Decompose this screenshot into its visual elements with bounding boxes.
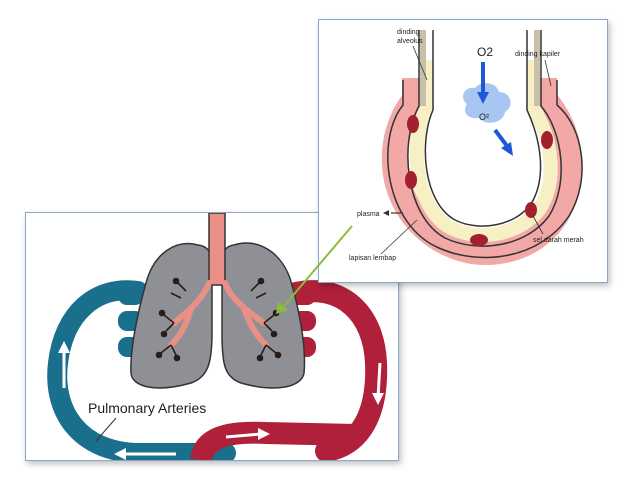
alveolus-diagram: O2 O² dinding alveolus dinding kapiler p… (349, 29, 584, 266)
leader-sel-darah-merah (532, 215, 544, 235)
label-plasma: plasma (357, 211, 380, 218)
flow-arrow-right-head (372, 393, 384, 405)
leader-lapisan-lembap (380, 219, 418, 255)
leader-dinding-kapiler (544, 59, 552, 87)
o-star-label: O² (479, 112, 489, 122)
oxygen-arrow-down-head (477, 92, 489, 104)
bronchi (168, 280, 269, 348)
label-dinding-kapiler: dinding kapiler (515, 51, 561, 58)
moist-layer (409, 60, 558, 243)
red-blood-cell-2 (405, 171, 417, 189)
red-blood-cell-1 (407, 115, 419, 133)
trachea (208, 213, 226, 286)
label-sel-darah-merah: sel darah merah (533, 237, 584, 244)
pulmonary-arteries-label: Pulmonary Arteries (88, 400, 206, 416)
pulmonary-arteries-leader (95, 417, 117, 442)
red-blood-cell-3 (470, 234, 488, 246)
red-blood-cell-4 (525, 202, 537, 218)
oxygen-arrow-diagonal-head (501, 142, 513, 156)
plasma-arrow-head (383, 210, 389, 216)
oxygen-arrow-diagonal (493, 128, 509, 148)
o2-label: O2 (477, 45, 493, 59)
capillary-wall-line (387, 80, 583, 259)
flow-arrow-right (376, 362, 382, 399)
flow-arrow-heart (225, 432, 262, 439)
right-lung (221, 242, 306, 389)
leader-dinding-alveolus (412, 45, 428, 81)
bronchiole-tree-right (250, 277, 282, 362)
alveolus-wall-outer (407, 30, 562, 247)
alveolus-wall-inner (424, 30, 542, 227)
blue-vessel-lobe-1 (118, 285, 144, 305)
label-dinding-alveolus: dinding alveolus (397, 29, 423, 45)
bronchiole-tree-left (155, 277, 187, 362)
label-dinding: dinding (397, 29, 420, 36)
left-lung (130, 242, 213, 389)
alveolus-diagram-panel: O2 O² dinding alveolus dinding kapiler p… (318, 19, 608, 283)
flow-arrow-heart-head (258, 428, 270, 440)
red-blood-cell-5 (541, 131, 553, 149)
pulmonary-artery-blue (47, 280, 236, 460)
flow-arrow-bottom-head (114, 448, 126, 460)
capillary-outer (382, 78, 582, 266)
label-alveolus: alveolus (397, 38, 423, 45)
oxygen-cloud (463, 83, 511, 123)
flow-arrow-left-head (58, 341, 70, 353)
label-lapisan-lembap: lapisan lembap (349, 255, 396, 262)
